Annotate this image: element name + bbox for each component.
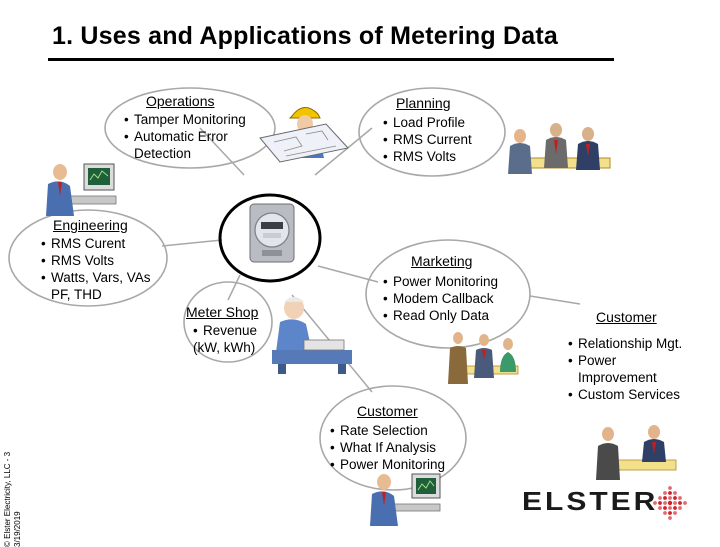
logo-dot bbox=[668, 511, 672, 515]
list-item: •Automatic Error bbox=[124, 129, 228, 144]
electric-meter-icon bbox=[249, 203, 295, 263]
meter-shop-list: •Revenue (kW, kWh) bbox=[193, 322, 257, 356]
list-item: •Read Only Data bbox=[383, 308, 490, 323]
list-item: •Revenue bbox=[193, 323, 258, 338]
customer-right-list: •Relationship Mgt. •Power Improvement •C… bbox=[568, 335, 682, 403]
planning-label: Planning bbox=[396, 95, 451, 111]
logo-dot bbox=[673, 491, 677, 495]
list-item: •Watts, Vars, VAs bbox=[41, 270, 151, 285]
marketing-label: Marketing bbox=[411, 253, 473, 269]
logo-dot bbox=[673, 506, 677, 510]
list-item: Detection bbox=[134, 146, 192, 161]
logo-dot bbox=[668, 496, 672, 500]
logo-dot bbox=[673, 496, 677, 500]
list-item: •Modem Callback bbox=[383, 291, 494, 306]
logo-dot bbox=[668, 506, 672, 510]
logo-dot bbox=[658, 506, 662, 510]
meter-shop-label: Meter Shop bbox=[186, 304, 259, 320]
list-item: •RMS Volts bbox=[383, 149, 457, 164]
logo-dot bbox=[667, 500, 673, 506]
operations-list: •Tamper Monitoring •Automatic Error Dete… bbox=[124, 111, 246, 162]
logo-dot bbox=[663, 506, 667, 510]
logo-dot bbox=[663, 491, 667, 495]
list-item: (kW, kWh) bbox=[193, 340, 256, 355]
list-item: •Power Monitoring bbox=[383, 274, 499, 289]
logo-dot bbox=[658, 501, 662, 505]
computer-user-icon bbox=[370, 473, 441, 526]
marketing-list: •Power Monitoring •Modem Callback •Read … bbox=[383, 273, 498, 324]
logo-dot bbox=[673, 501, 677, 505]
list-item: •RMS Current bbox=[383, 132, 472, 147]
footer-copyright: © Elster Electricity, LLC - 3 3/19/2019 bbox=[3, 397, 31, 547]
logo-dot bbox=[663, 511, 667, 515]
logo-dot bbox=[668, 491, 672, 495]
computer-user-icon bbox=[46, 163, 117, 216]
logo-text: ELSTER bbox=[522, 488, 659, 517]
customer-bottom-list: •Rate Selection •What If Analysis •Power… bbox=[330, 422, 445, 473]
planning-ellipse bbox=[358, 87, 506, 177]
office-people-icon bbox=[448, 332, 519, 384]
list-item: •Tamper Monitoring bbox=[124, 112, 246, 127]
logo-dot bbox=[663, 501, 667, 505]
planning-list: •Load Profile •RMS Current •RMS Volts bbox=[383, 114, 472, 165]
list-item: •Power Monitoring bbox=[330, 457, 446, 472]
engineering-ellipse bbox=[8, 209, 168, 307]
footer-line-2: 3/19/2019 bbox=[13, 511, 22, 547]
customer-right-label: Customer bbox=[596, 309, 657, 325]
logo-dot bbox=[668, 516, 672, 520]
operations-ellipse bbox=[104, 87, 276, 169]
list-item: •What If Analysis bbox=[330, 440, 437, 455]
technician-desk-icon bbox=[272, 297, 352, 374]
dotted-diamond-logo-icon bbox=[653, 486, 687, 520]
businessmen-icon bbox=[596, 425, 677, 480]
engineering-label: Engineering bbox=[53, 217, 128, 233]
list-item: •RMS Curent bbox=[41, 236, 126, 251]
marketing-ellipse bbox=[365, 239, 531, 349]
list-item: •Power bbox=[568, 353, 617, 368]
logo-dot bbox=[673, 511, 677, 515]
elster-logo bbox=[520, 486, 692, 525]
logo-dot bbox=[678, 501, 682, 505]
logo-dot bbox=[678, 496, 682, 500]
footer-line-1: © Elster Electricity, LLC - 3 bbox=[3, 451, 12, 547]
logo-dot bbox=[658, 496, 662, 500]
list-item: •Relationship Mgt. bbox=[568, 336, 683, 351]
logo-dot bbox=[668, 486, 672, 490]
engineering-list: •RMS Curent •RMS Volts •Watts, Vars, VAs… bbox=[41, 235, 151, 303]
page-title: 1. Uses and Applications of Metering Dat… bbox=[52, 22, 558, 50]
logo-dot bbox=[678, 506, 682, 510]
operations-label: Operations bbox=[146, 93, 215, 109]
blueprint-icon bbox=[259, 123, 349, 163]
list-item: PF, THD bbox=[51, 287, 102, 302]
title-underline bbox=[48, 58, 614, 61]
list-item: •Rate Selection bbox=[330, 423, 428, 438]
list-item: •Load Profile bbox=[383, 115, 466, 130]
center-ellipse bbox=[218, 193, 322, 283]
logo-dot bbox=[663, 496, 667, 500]
customer-bottom-ellipse bbox=[319, 385, 467, 491]
customer-bottom-label: Customer bbox=[357, 403, 418, 419]
logo-dot bbox=[683, 501, 687, 505]
meter-shop-ellipse bbox=[183, 281, 273, 363]
logo-dot bbox=[653, 501, 657, 505]
list-item: •Custom Services bbox=[568, 387, 681, 402]
list-item: •RMS Volts bbox=[41, 253, 115, 268]
list-item: Improvement bbox=[578, 370, 657, 385]
meeting-people-icon bbox=[508, 123, 611, 174]
